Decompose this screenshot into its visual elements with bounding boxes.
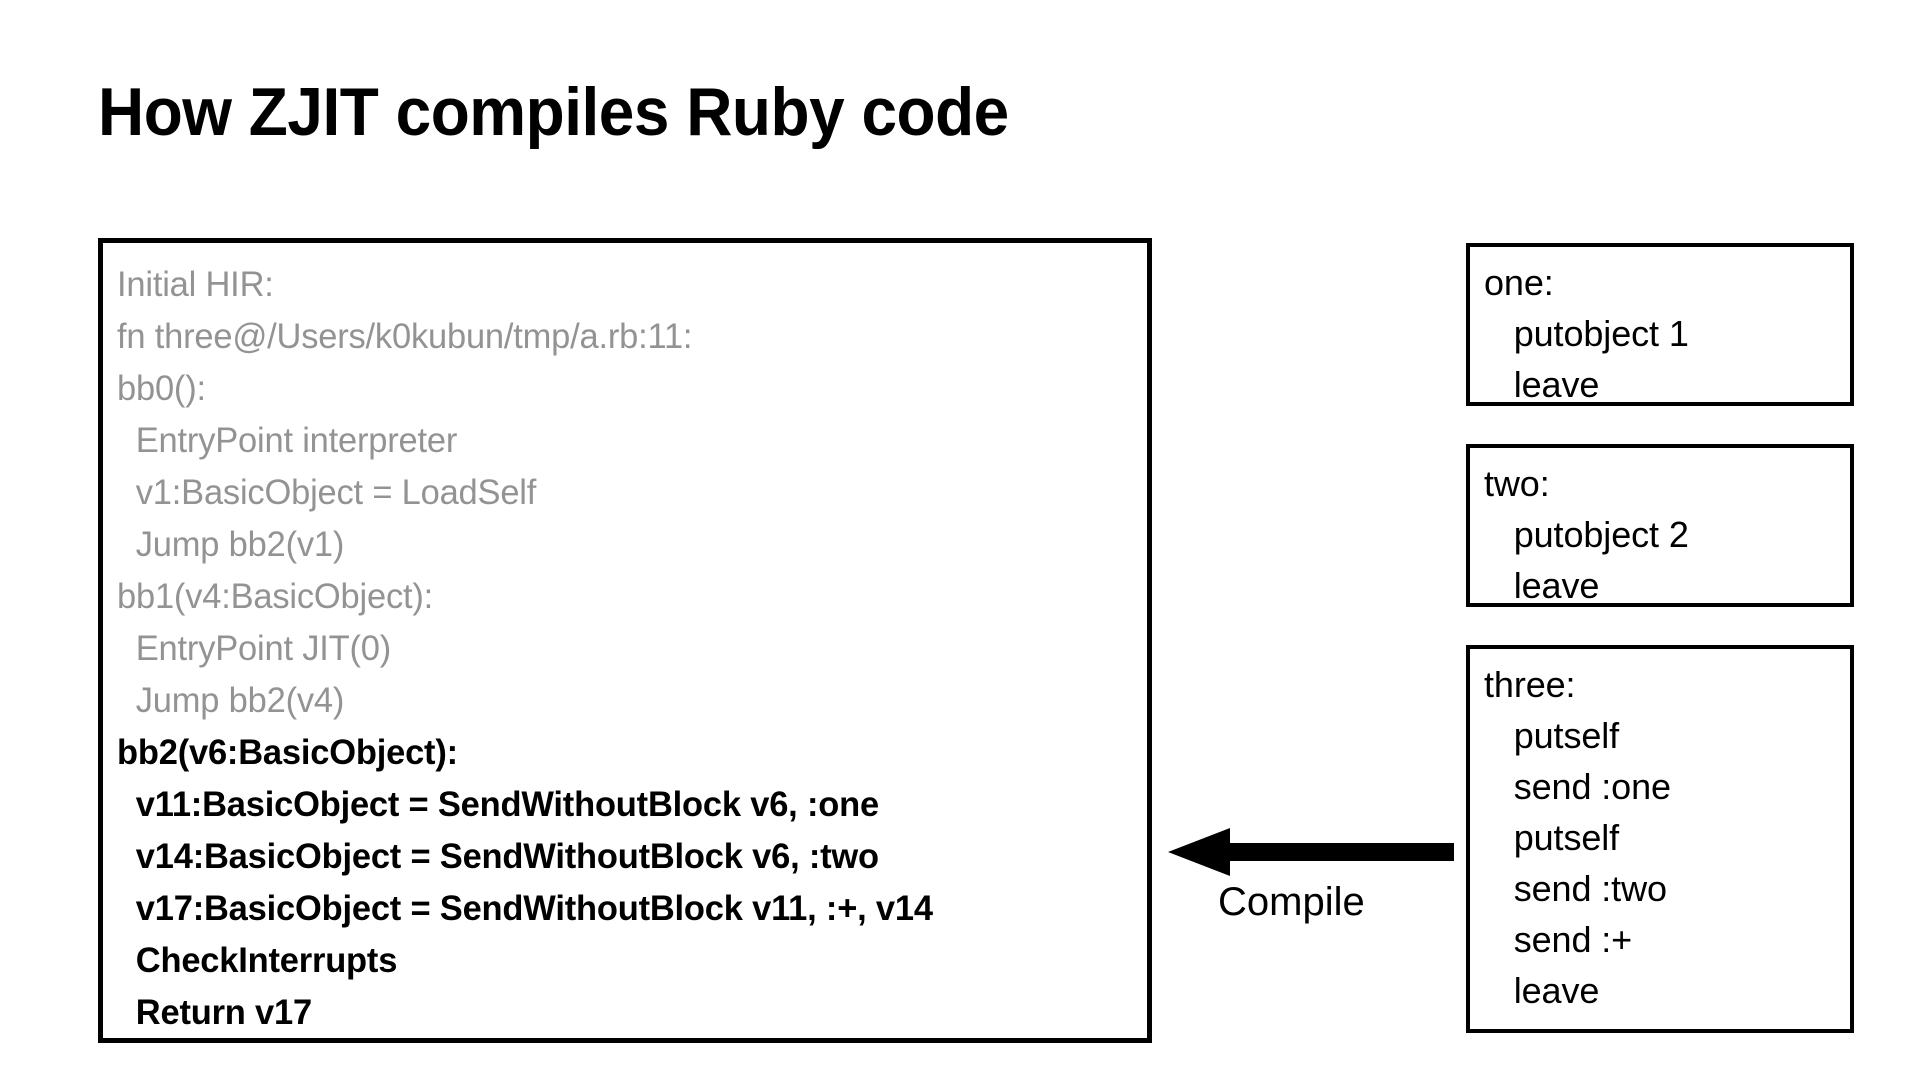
bytecode-line: leave [1484, 364, 1600, 405]
bytecode-line: leave [1484, 565, 1600, 606]
bytecode-line: send :+ [1484, 919, 1633, 960]
page-title: How ZJIT compiles Ruby code [98, 74, 1009, 150]
hir-line: bb1(v4:BasicObject): [117, 577, 434, 616]
bytecode-line: send :one [1484, 766, 1671, 807]
hir-line: Return v17 [117, 993, 312, 1032]
hir-line: v17:BasicObject = SendWithoutBlock v11, … [117, 889, 933, 928]
bytecode-line: one: [1484, 262, 1554, 303]
bytecode-line: putself [1484, 817, 1620, 858]
hir-line: EntryPoint interpreter [117, 421, 458, 460]
hir-line: bb0(): [117, 369, 206, 408]
bytecode-line: send :two [1484, 868, 1667, 909]
compile-label: Compile [1218, 880, 1365, 924]
hir-line: v14:BasicObject = SendWithoutBlock v6, :… [117, 837, 879, 876]
hir-line: CheckInterrupts [117, 941, 398, 980]
bytecode-line: leave [1484, 970, 1600, 1011]
hir-line: Jump bb2(v1) [117, 525, 345, 564]
bytecode-box-two: two: putobject 2 leave [1466, 444, 1854, 607]
compile-arrow-icon [1168, 828, 1454, 876]
bytecode-line: putself [1484, 715, 1620, 756]
bytecode-box-one: one: putobject 1 leave [1466, 243, 1854, 406]
bytecode-line: putobject 1 [1484, 313, 1689, 354]
bytecode-line: three: [1484, 664, 1576, 705]
bytecode-box-three: three: putself send :one putself send :t… [1466, 645, 1854, 1033]
hir-line: Jump bb2(v4) [117, 681, 345, 720]
hir-line: Initial HIR: [117, 265, 274, 304]
hir-line: EntryPoint JIT(0) [117, 629, 392, 668]
hir-code-panel: Initial HIR: fn three@/Users/k0kubun/tmp/… [98, 238, 1152, 1043]
bytecode-line: two: [1484, 463, 1550, 504]
hir-line: fn three@/Users/k0kubun/tmp/a.rb:11: [117, 317, 693, 356]
hir-line: v1:BasicObject = LoadSelf [117, 473, 537, 512]
hir-line: bb2(v6:BasicObject): [117, 733, 458, 772]
hir-line: v11:BasicObject = SendWithoutBlock v6, :… [117, 785, 879, 824]
bytecode-line: putobject 2 [1484, 514, 1689, 555]
